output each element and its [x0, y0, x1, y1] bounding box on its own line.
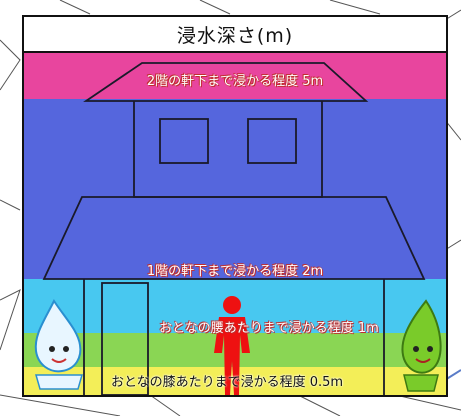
water-drop-mascot-icon — [34, 299, 83, 390]
person-icon — [214, 296, 250, 395]
flood-depth-diagram: 2階の軒下まで浸かる程度 5m 1階の軒下まで浸かる程度 2m おとなの腰あたり… — [24, 53, 446, 395]
level-label-1m: おとなの腰あたりまで浸かる程度 1m — [159, 321, 379, 336]
level-label-2m: 1階の軒下まで浸かる程度 2m — [146, 264, 324, 279]
level-label-5m: 2階の軒下まで浸かる程度 5m — [146, 74, 324, 89]
panel-title: 浸水深さ(m) — [24, 17, 446, 53]
house-outline-icon — [34, 62, 442, 395]
leaf-mascot-icon — [401, 299, 442, 392]
band-5m — [24, 53, 446, 99]
flood-depth-panel: 浸水深さ(m) — [22, 15, 448, 397]
level-label-0-5m: おとなの膝あたりまで浸かる程度 0.5m — [110, 375, 344, 390]
band-2m — [24, 99, 446, 279]
